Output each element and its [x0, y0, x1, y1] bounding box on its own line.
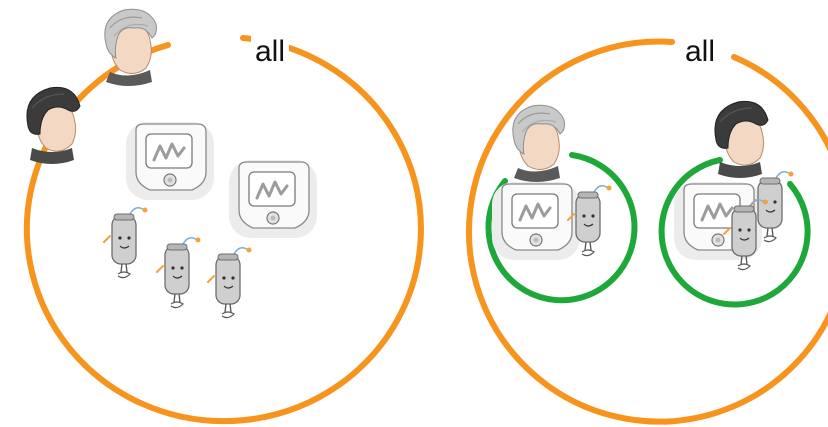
left-panel — [27, 9, 421, 421]
left-group — [488, 105, 634, 300]
gray-haired-person-icon — [513, 105, 565, 182]
right-panel-label: all — [681, 35, 719, 69]
gray-haired-person-icon — [105, 9, 157, 86]
handheld-monitor-device-icon — [492, 182, 580, 260]
left-panel-label: all — [251, 35, 289, 69]
right-group — [662, 101, 808, 304]
handheld-monitor-device-icon — [126, 122, 214, 200]
left-outer-circle — [27, 38, 421, 421]
dark-haired-person-icon — [715, 101, 768, 178]
right-panel — [469, 42, 828, 422]
sensor-pod-icon — [157, 238, 201, 308]
sensor-pod-icon — [208, 248, 252, 318]
sensor-pod-icon — [104, 208, 148, 278]
dark-haired-person-icon — [27, 87, 80, 164]
handheld-monitor-device-icon — [229, 160, 317, 238]
